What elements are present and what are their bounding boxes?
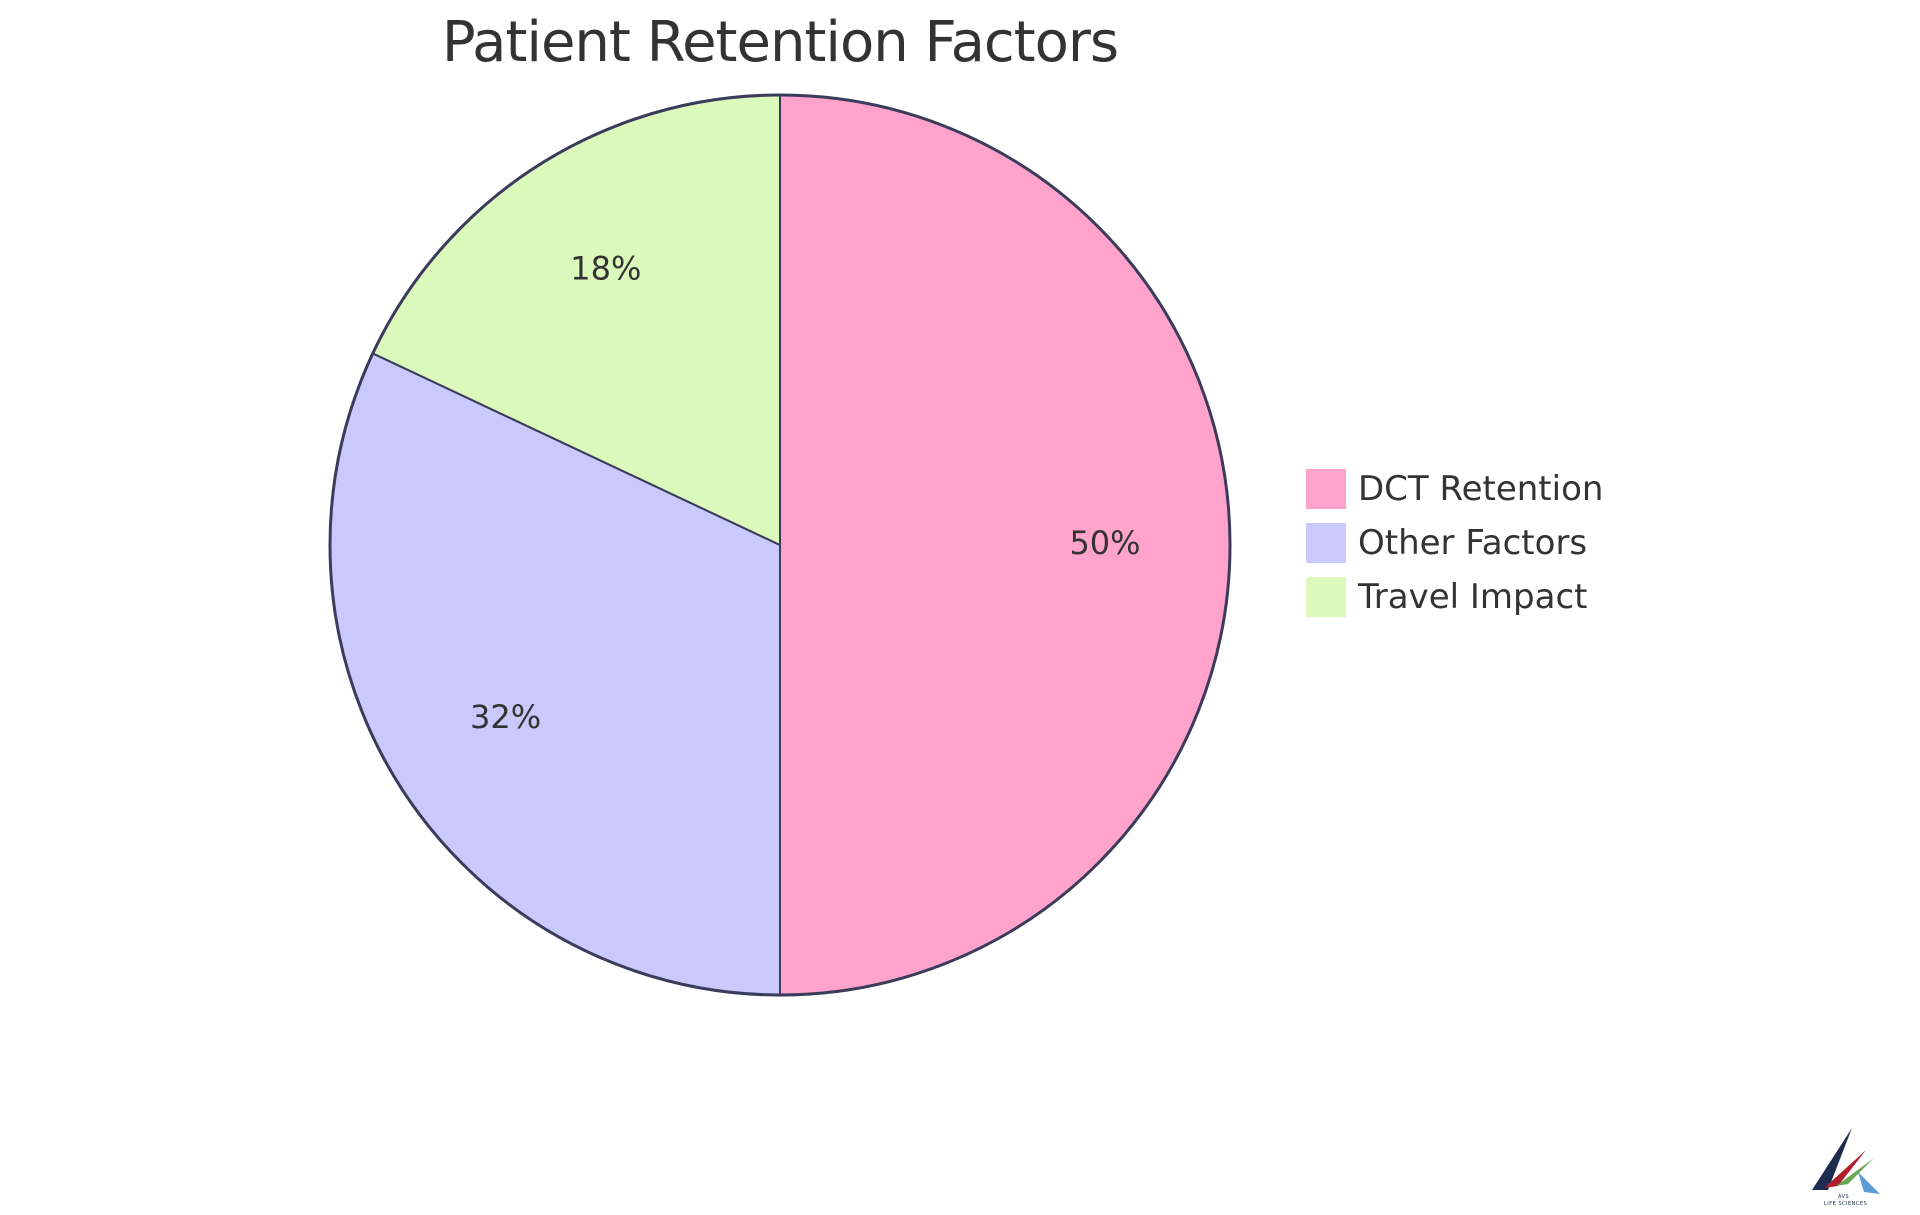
chart-title: Patient Retention Factors bbox=[441, 10, 1119, 75]
legend-swatch bbox=[1304, 467, 1348, 511]
logo-mark-navy bbox=[1812, 1128, 1852, 1190]
legend-label: Travel Impact bbox=[1358, 577, 1588, 617]
company-logo: AVS LIFE SCIENCES bbox=[1812, 1128, 1880, 1207]
logo-mark-green bbox=[1836, 1158, 1874, 1186]
legend-item: Other Factors bbox=[1304, 516, 1603, 570]
slice-value-label: 32% bbox=[470, 698, 541, 736]
logo-mark-red bbox=[1824, 1150, 1866, 1188]
logo-line-1: AVS bbox=[1838, 1194, 1849, 1200]
legend-swatch bbox=[1304, 521, 1348, 565]
pie-outline bbox=[328, 93, 1232, 997]
legend-label: Other Factors bbox=[1358, 523, 1588, 563]
legend-item: Travel Impact bbox=[1304, 570, 1603, 624]
slice-value-label: 50% bbox=[1069, 524, 1140, 562]
slice-value-label: 18% bbox=[570, 250, 641, 288]
legend-item: DCT Retention bbox=[1304, 462, 1603, 516]
pie-slice-dct-retention bbox=[779, 93, 1231, 997]
legend-swatch bbox=[1304, 575, 1348, 619]
legend-label: DCT Retention bbox=[1358, 469, 1604, 509]
logo-mark-blue bbox=[1858, 1172, 1880, 1194]
logo-line-2: LIFE SCIENCES bbox=[1824, 1201, 1867, 1207]
